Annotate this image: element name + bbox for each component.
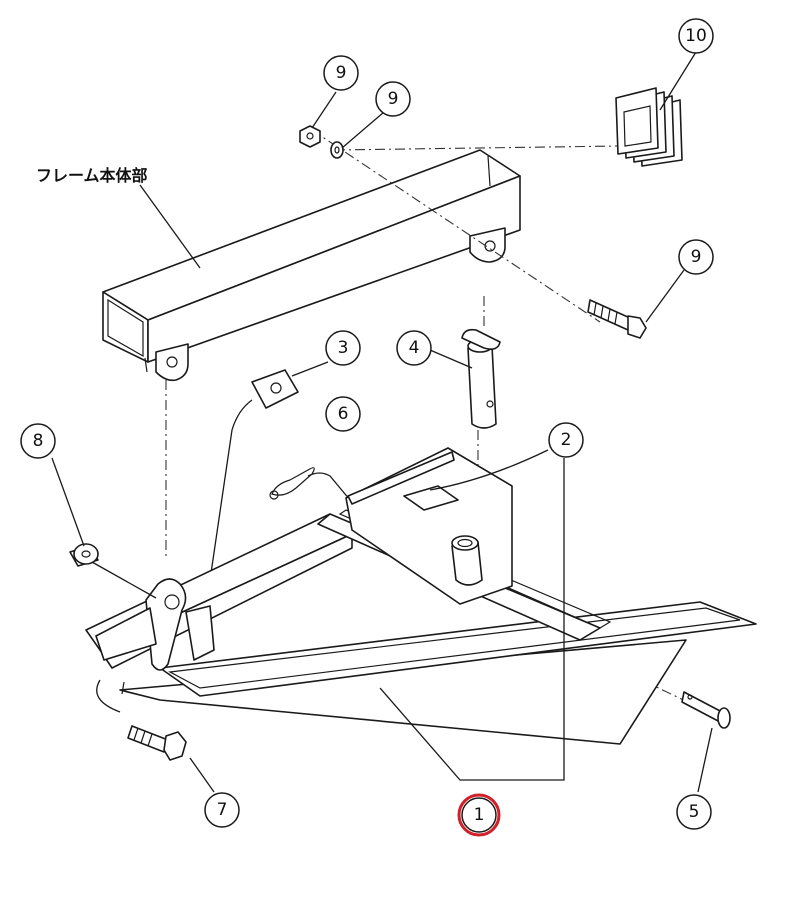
frame-body-label: フレーム本体部 (36, 166, 148, 185)
callout-7: 7 (204, 792, 240, 828)
bushing-part-8 (69, 543, 99, 567)
frame-body-leader (139, 184, 201, 269)
svg-text:9: 9 (388, 89, 399, 109)
svg-text:8: 8 (33, 431, 44, 451)
svg-text:5: 5 (689, 802, 700, 822)
svg-text:9: 9 (691, 247, 702, 267)
svg-text:2: 2 (561, 430, 572, 450)
callout-1: 1 (457, 793, 501, 837)
pin-part-4 (461, 328, 501, 429)
callout-5: 5 (676, 794, 712, 830)
svg-text:10: 10 (685, 26, 707, 46)
callout-10: 10 (678, 18, 714, 54)
plate-part-3 (209, 369, 299, 581)
callout-3: 3 (325, 330, 361, 366)
callout-2: 2 (548, 422, 584, 458)
callout-9-washer: 9 (375, 81, 411, 117)
callout-9-bolt: 9 (678, 239, 714, 275)
svg-text:4: 4 (409, 338, 420, 358)
callout-4: 4 (396, 330, 432, 366)
svg-text:9: 9 (336, 63, 347, 83)
svg-text:3: 3 (338, 338, 349, 358)
callout-9-nut: 9 (323, 55, 359, 91)
svg-text:7: 7 (217, 800, 228, 820)
frame-body-tube (102, 149, 521, 382)
v-frame-part-1 (85, 447, 757, 745)
svg-text:1: 1 (474, 805, 485, 825)
hex-bolt-part-7 (127, 725, 187, 761)
long-bolt-part-9 (587, 299, 647, 339)
end-cap-part-10 (615, 87, 683, 167)
callout-6: 6 (325, 396, 361, 432)
callout-1-highlight-ring (457, 793, 501, 837)
clevis-pin-part-5 (681, 691, 731, 729)
leader-lines (51, 51, 713, 793)
svg-text:6: 6 (338, 404, 349, 424)
washer-part-9 (330, 141, 344, 159)
r-pin-part-6 (269, 467, 351, 501)
nut-part-9 (299, 125, 321, 148)
callout-8: 8 (20, 423, 56, 459)
